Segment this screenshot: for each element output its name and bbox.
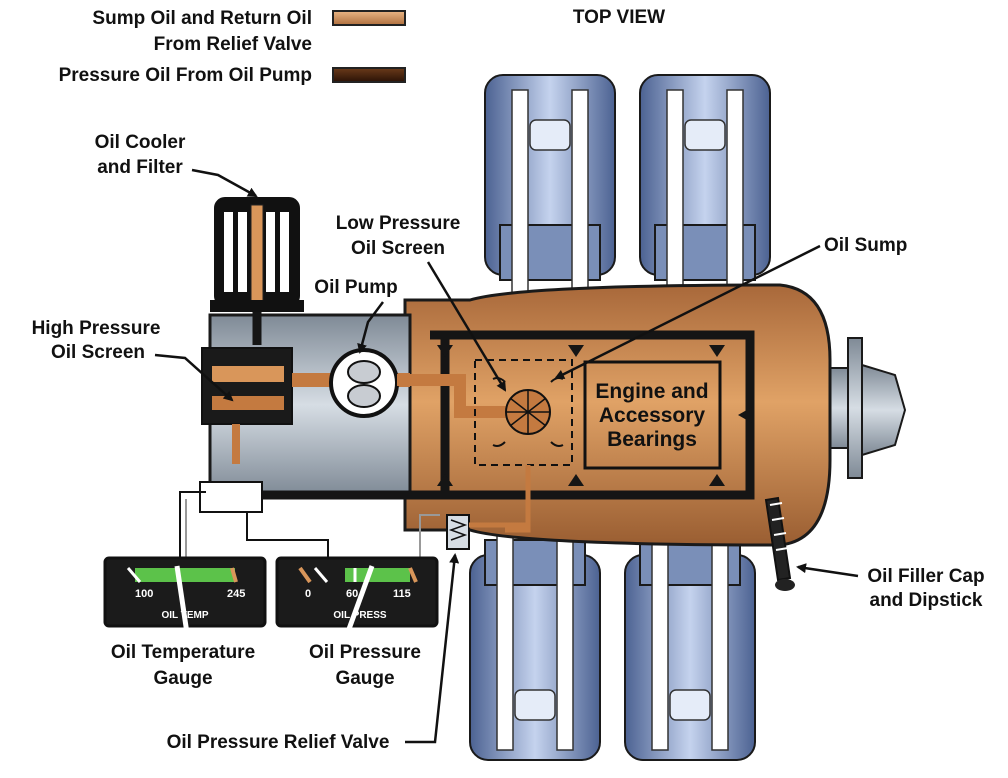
view-label: TOP VIEW: [573, 7, 665, 28]
label-temp-gauge-1: Oil Temperature: [111, 642, 255, 663]
bottom-cylinders: [469, 499, 756, 761]
oil-filler-dipstick: [764, 496, 795, 591]
label-pressure-gauge-2: Gauge: [335, 668, 394, 689]
label-temp-gauge-2: Gauge: [153, 668, 212, 689]
oil-pressure-gauge: 0 60 115 OIL PRESS: [275, 556, 439, 641]
temp-gauge-max: 245: [227, 588, 245, 600]
legend-pressure-swatch: [332, 67, 406, 83]
cylinder-bottom-left: [469, 499, 601, 761]
bearings-box: [583, 360, 722, 470]
legend-pressure-text: Pressure Oil From Oil Pump: [59, 65, 312, 86]
label-oil-cooler-1: Oil Cooler: [95, 132, 186, 153]
callout-leaders: [154, 168, 859, 744]
engine-crankcase: [403, 283, 832, 547]
bearings-label-line2: Accessory: [599, 404, 706, 427]
oil-pump: [292, 348, 515, 418]
top-cylinders: [484, 74, 771, 331]
label-high-pressure-2: Oil Screen: [51, 342, 145, 363]
cylinder-top-right: [639, 74, 771, 331]
bearings-label-line3: Bearings: [607, 428, 697, 451]
cylinder-bottom-right: [624, 499, 756, 761]
label-oil-pump: Oil Pump: [314, 277, 397, 298]
label-low-pressure-2: Oil Screen: [351, 238, 445, 259]
label-low-pressure-1: Low Pressure: [336, 213, 461, 234]
temp-gauge-min: 100: [135, 588, 153, 600]
low-pressure-screen: [474, 359, 573, 533]
label-pressure-gauge-1: Oil Pressure: [309, 642, 421, 663]
gauge-lines: [179, 481, 440, 560]
temp-gauge-name: OIL TEMP: [161, 610, 208, 621]
label-oil-sump: Oil Sump: [824, 235, 907, 256]
legend-sump-line1: Sump Oil and Return Oil: [92, 8, 312, 29]
legend-sump-swatch: [332, 10, 406, 26]
oil-temp-gauge: 100 245 OIL TEMP: [103, 556, 267, 641]
pressure-gauge-max: 115: [393, 588, 411, 600]
gallery-arrows: [437, 345, 752, 486]
callout-labels: Oil Cooler and Filter High Pressure Oil …: [32, 132, 985, 753]
pressure-gauge-low: 0: [305, 588, 311, 600]
oil-cooler-filter: [210, 197, 304, 312]
legend: Sump Oil and Return Oil From Relief Valv…: [59, 8, 406, 86]
label-oil-filler-2: and Dipstick: [870, 590, 983, 611]
relief-valve: [446, 514, 528, 550]
cylinder-top-left: [484, 74, 616, 331]
bearings-label-line1: Engine and: [595, 380, 708, 403]
label-oil-filler-1: Oil Filler Cap: [867, 566, 984, 587]
pressure-gauge-name: OIL PRESS: [333, 610, 386, 621]
pressure-gauge-mid: 60: [346, 588, 358, 600]
label-oil-cooler-2: and Filter: [97, 157, 183, 178]
label-high-pressure-1: High Pressure: [32, 318, 161, 339]
legend-sump-line2: From Relief Valve: [154, 34, 312, 55]
label-relief-valve: Oil Pressure Relief Valve: [167, 732, 390, 753]
